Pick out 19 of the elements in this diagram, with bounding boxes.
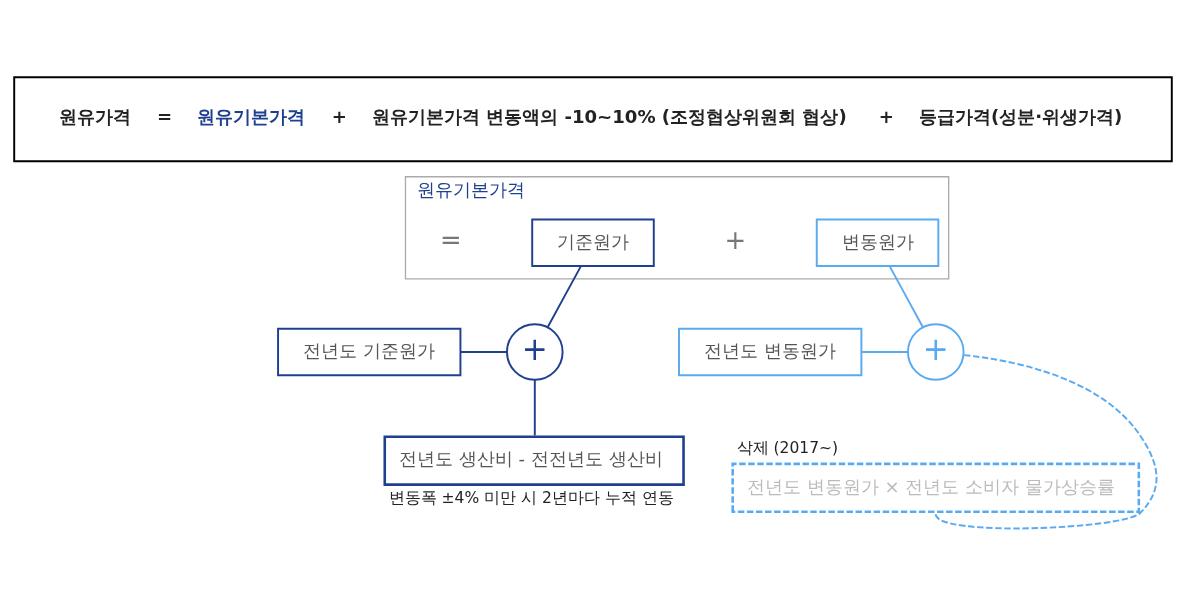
- node-box: 변동원가: [815, 218, 940, 267]
- connector: [533, 378, 536, 436]
- connector: [861, 350, 909, 353]
- node-box: 원유가격 = 원유기본가격 + 원유기본가격 변동액의 -10~10% (조정협상위원회 협상) + 등급가격(성분·위생가격): [13, 75, 1173, 162]
- connector: [888, 264, 924, 328]
- connector: [459, 350, 508, 353]
- node-box: 기준원가: [531, 218, 655, 267]
- node-box: 전년도 생산비 - 전전년도 생산비: [383, 434, 685, 486]
- node-label: 삭제 (2017~): [736, 438, 839, 457]
- node-box: 전년도 변동원가 × 전년도 소비자 물가상승률: [731, 462, 1141, 513]
- node-label: 변동폭 ±4% 미만 시 2년마다 누적 연동: [388, 488, 674, 507]
- node-circle: +: [506, 322, 564, 381]
- node-circle: +: [906, 322, 965, 381]
- node-box: 전년도 기준원가: [277, 327, 462, 376]
- label: +: [724, 224, 747, 255]
- connector: [546, 264, 582, 328]
- connector: [934, 353, 1158, 529]
- label: =: [439, 224, 462, 255]
- node-box: 전년도 변동원가: [678, 327, 863, 376]
